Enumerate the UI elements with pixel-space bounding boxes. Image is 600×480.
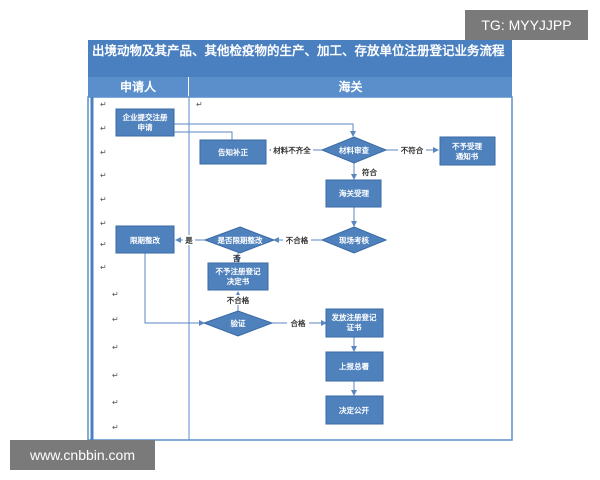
svg-text:↵: ↵	[100, 171, 107, 180]
svg-text:↵: ↵	[100, 148, 107, 157]
label-not-conform: 不符合	[401, 145, 424, 155]
paragraph-marks: ↵ ↵ ↵ ↵ ↵ ↵ ↵ ↵ ↵ ↵ ↵ ↵ ↵ ↵ ↵	[100, 100, 203, 432]
svg-text:↵: ↵	[112, 398, 119, 407]
node-publish: 决定公开	[325, 395, 384, 425]
watermark-top: TG: MYYJJPP	[465, 10, 588, 40]
diagram-title: 出境动物及其产品、其他检疫物的生产、加工、存放单位注册登记业务流程	[88, 40, 512, 77]
node-verify: 验证	[202, 310, 274, 337]
svg-text:不予注册登记: 不予注册登记	[216, 266, 261, 276]
svg-text:↵: ↵	[112, 423, 119, 432]
node-report: 上报总署	[325, 351, 384, 382]
node-accept: 海关受理	[325, 179, 382, 208]
label-incomplete: 材料不齐全	[273, 145, 311, 155]
label-conform: 符合	[362, 167, 377, 177]
svg-text:↵: ↵	[112, 371, 119, 380]
label-unqualified: 不合格	[286, 235, 309, 245]
svg-text:现场考核: 现场考核	[339, 235, 369, 245]
svg-text:申请: 申请	[138, 122, 153, 132]
svg-text:证书: 证书	[347, 322, 362, 332]
svg-text:上报总署: 上报总署	[339, 361, 369, 371]
svg-text:↵: ↵	[196, 100, 203, 109]
node-issue-cert: 发放注册登记 证书	[325, 308, 384, 338]
svg-text:决定书: 决定书	[227, 276, 250, 286]
label-yes: 是	[184, 235, 193, 245]
svg-text:↵: ↵	[100, 219, 107, 228]
svg-text:↵: ↵	[100, 195, 107, 204]
svg-text:↵: ↵	[112, 343, 119, 352]
svg-text:↵: ↵	[100, 100, 107, 109]
svg-text:不予受理: 不予受理	[452, 141, 482, 151]
node-deadline-fix: 限期整改	[115, 225, 175, 254]
node-submit: 企业提交注册 申请	[115, 108, 175, 137]
lane-header-applicant: 申请人	[88, 77, 188, 97]
lane-header-customs: 海关	[189, 77, 512, 97]
svg-text:发放注册登记: 发放注册登记	[331, 312, 377, 322]
svg-text:↵: ↵	[112, 315, 119, 324]
svg-text:验证: 验证	[231, 318, 246, 328]
node-site-check: 现场考核	[320, 226, 388, 254]
node-reject-notice: 不予受理 通知书	[439, 136, 496, 166]
svg-text:是否限期整改: 是否限期整改	[217, 235, 263, 245]
svg-text:企业提交注册: 企业提交注册	[122, 112, 168, 122]
lanes-border	[87, 96, 513, 441]
edge-submit-review	[174, 123, 356, 137]
watermark-bottom: www.cnbbin.com	[10, 440, 155, 470]
svg-text:决定公开: 决定公开	[339, 405, 369, 415]
label-no: 否	[232, 254, 241, 263]
svg-text:材料审查: 材料审查	[339, 145, 369, 155]
label-unqualified2: 不合格	[227, 295, 250, 305]
edge-labels: 材料不齐全 不符合 符合 不合格 是 否 不合格 合格	[183, 145, 426, 328]
svg-text:通知书: 通知书	[456, 151, 479, 161]
svg-text:↵: ↵	[100, 124, 107, 133]
svg-text:海关受理: 海关受理	[339, 188, 369, 198]
svg-text:↵: ↵	[112, 290, 119, 299]
node-no-register: 不予注册登记 决定书	[207, 262, 269, 291]
node-review: 材料审查	[320, 136, 388, 164]
svg-text:告知补正: 告知补正	[218, 147, 248, 157]
svg-text:↵: ↵	[100, 263, 107, 272]
node-is-deadline-fix: 是否限期整改	[203, 226, 276, 254]
svg-text:↵: ↵	[100, 240, 107, 249]
node-notify: 告知补正	[199, 139, 267, 165]
label-qualified: 合格	[291, 318, 306, 328]
edge-fix-verify	[144, 253, 205, 326]
svg-text:限期整改: 限期整改	[130, 235, 160, 245]
